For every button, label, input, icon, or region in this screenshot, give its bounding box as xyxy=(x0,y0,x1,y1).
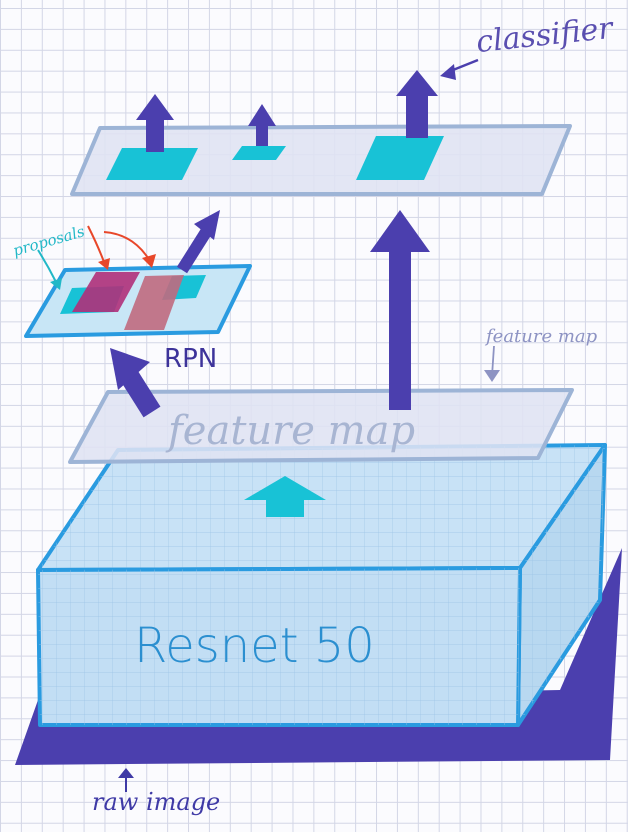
proposals-pointer-head xyxy=(50,278,62,290)
output-arrow xyxy=(248,104,276,146)
roi-cyan-pooled xyxy=(106,148,198,180)
feature-map-main-label: feature map xyxy=(168,408,416,454)
proposal-box-magenta xyxy=(72,272,140,312)
rpn-label: RPN xyxy=(164,344,218,374)
feature-map-plane xyxy=(68,388,574,464)
proposal-box-rose xyxy=(124,275,184,330)
output-arrow xyxy=(136,94,174,152)
raw-image-label: raw image xyxy=(92,788,221,816)
roi-cyan-pooled xyxy=(232,146,286,160)
proposals-to-classifier-arrow xyxy=(176,210,220,274)
rpn-arrow xyxy=(110,348,161,418)
proposal-red-arrow xyxy=(87,225,105,263)
proposal-red-arrow xyxy=(103,231,149,259)
feature-map-side-label: feature map xyxy=(486,326,598,347)
resnet50-box xyxy=(36,443,607,727)
proposals-pointer-arrow xyxy=(37,249,57,283)
feature-to-classifier-arrow xyxy=(370,210,430,410)
resnet50-label: Resnet 50 xyxy=(134,618,375,674)
output-arrow xyxy=(396,70,438,138)
roi-cyan-pooled xyxy=(356,136,444,180)
backbone-to-feature-arrow xyxy=(244,476,326,517)
